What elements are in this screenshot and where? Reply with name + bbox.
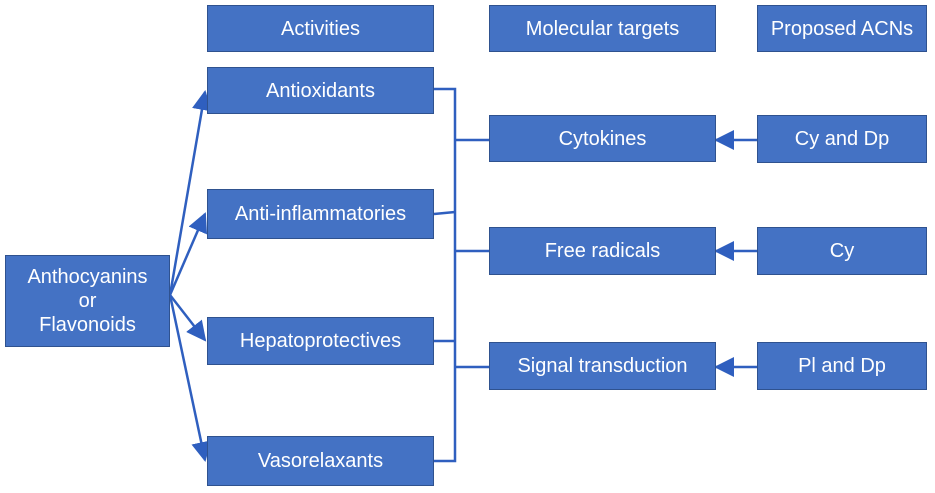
activity-antioxidants: Antioxidants (207, 67, 434, 114)
header-activities: Activities (207, 5, 434, 52)
source-node: Anthocyanins or Flavonoids (5, 255, 170, 347)
header-molecular-targets: Molecular targets (489, 5, 716, 52)
activity-hepatoprotectives: Hepatoprotectives (207, 317, 434, 365)
source-line-2: or (78, 290, 97, 312)
target-cytokines: Cytokines (489, 115, 716, 162)
arrow-source-to-antioxidants (168, 90, 212, 296)
activity-anti-inflammatories: Anti-inflammatories (207, 189, 434, 239)
arrow-source-to-vasorelaxants (168, 294, 212, 462)
activity-vasorelaxants: Vasorelaxants (207, 436, 434, 486)
acn-cy: Cy (757, 227, 927, 275)
source-line-1: Anthocyanins (27, 266, 148, 288)
arrow-source-to-anti-inflammatories (168, 212, 208, 296)
source-line-3: Flavonoids (39, 314, 136, 336)
acn-pl-and-dp: Pl and Dp (757, 342, 927, 390)
target-signal-transduction: Signal transduction (489, 342, 716, 390)
bracket-antioxidants (434, 87, 457, 463)
arrow-source-to-hepatoprotectives (169, 294, 207, 342)
connector-anti-inflammatories (433, 210, 456, 216)
target-free-radicals: Free radicals (489, 227, 716, 275)
acn-cy-and-dp: Cy and Dp (757, 115, 927, 163)
header-proposed-acns: Proposed ACNs (757, 5, 927, 52)
